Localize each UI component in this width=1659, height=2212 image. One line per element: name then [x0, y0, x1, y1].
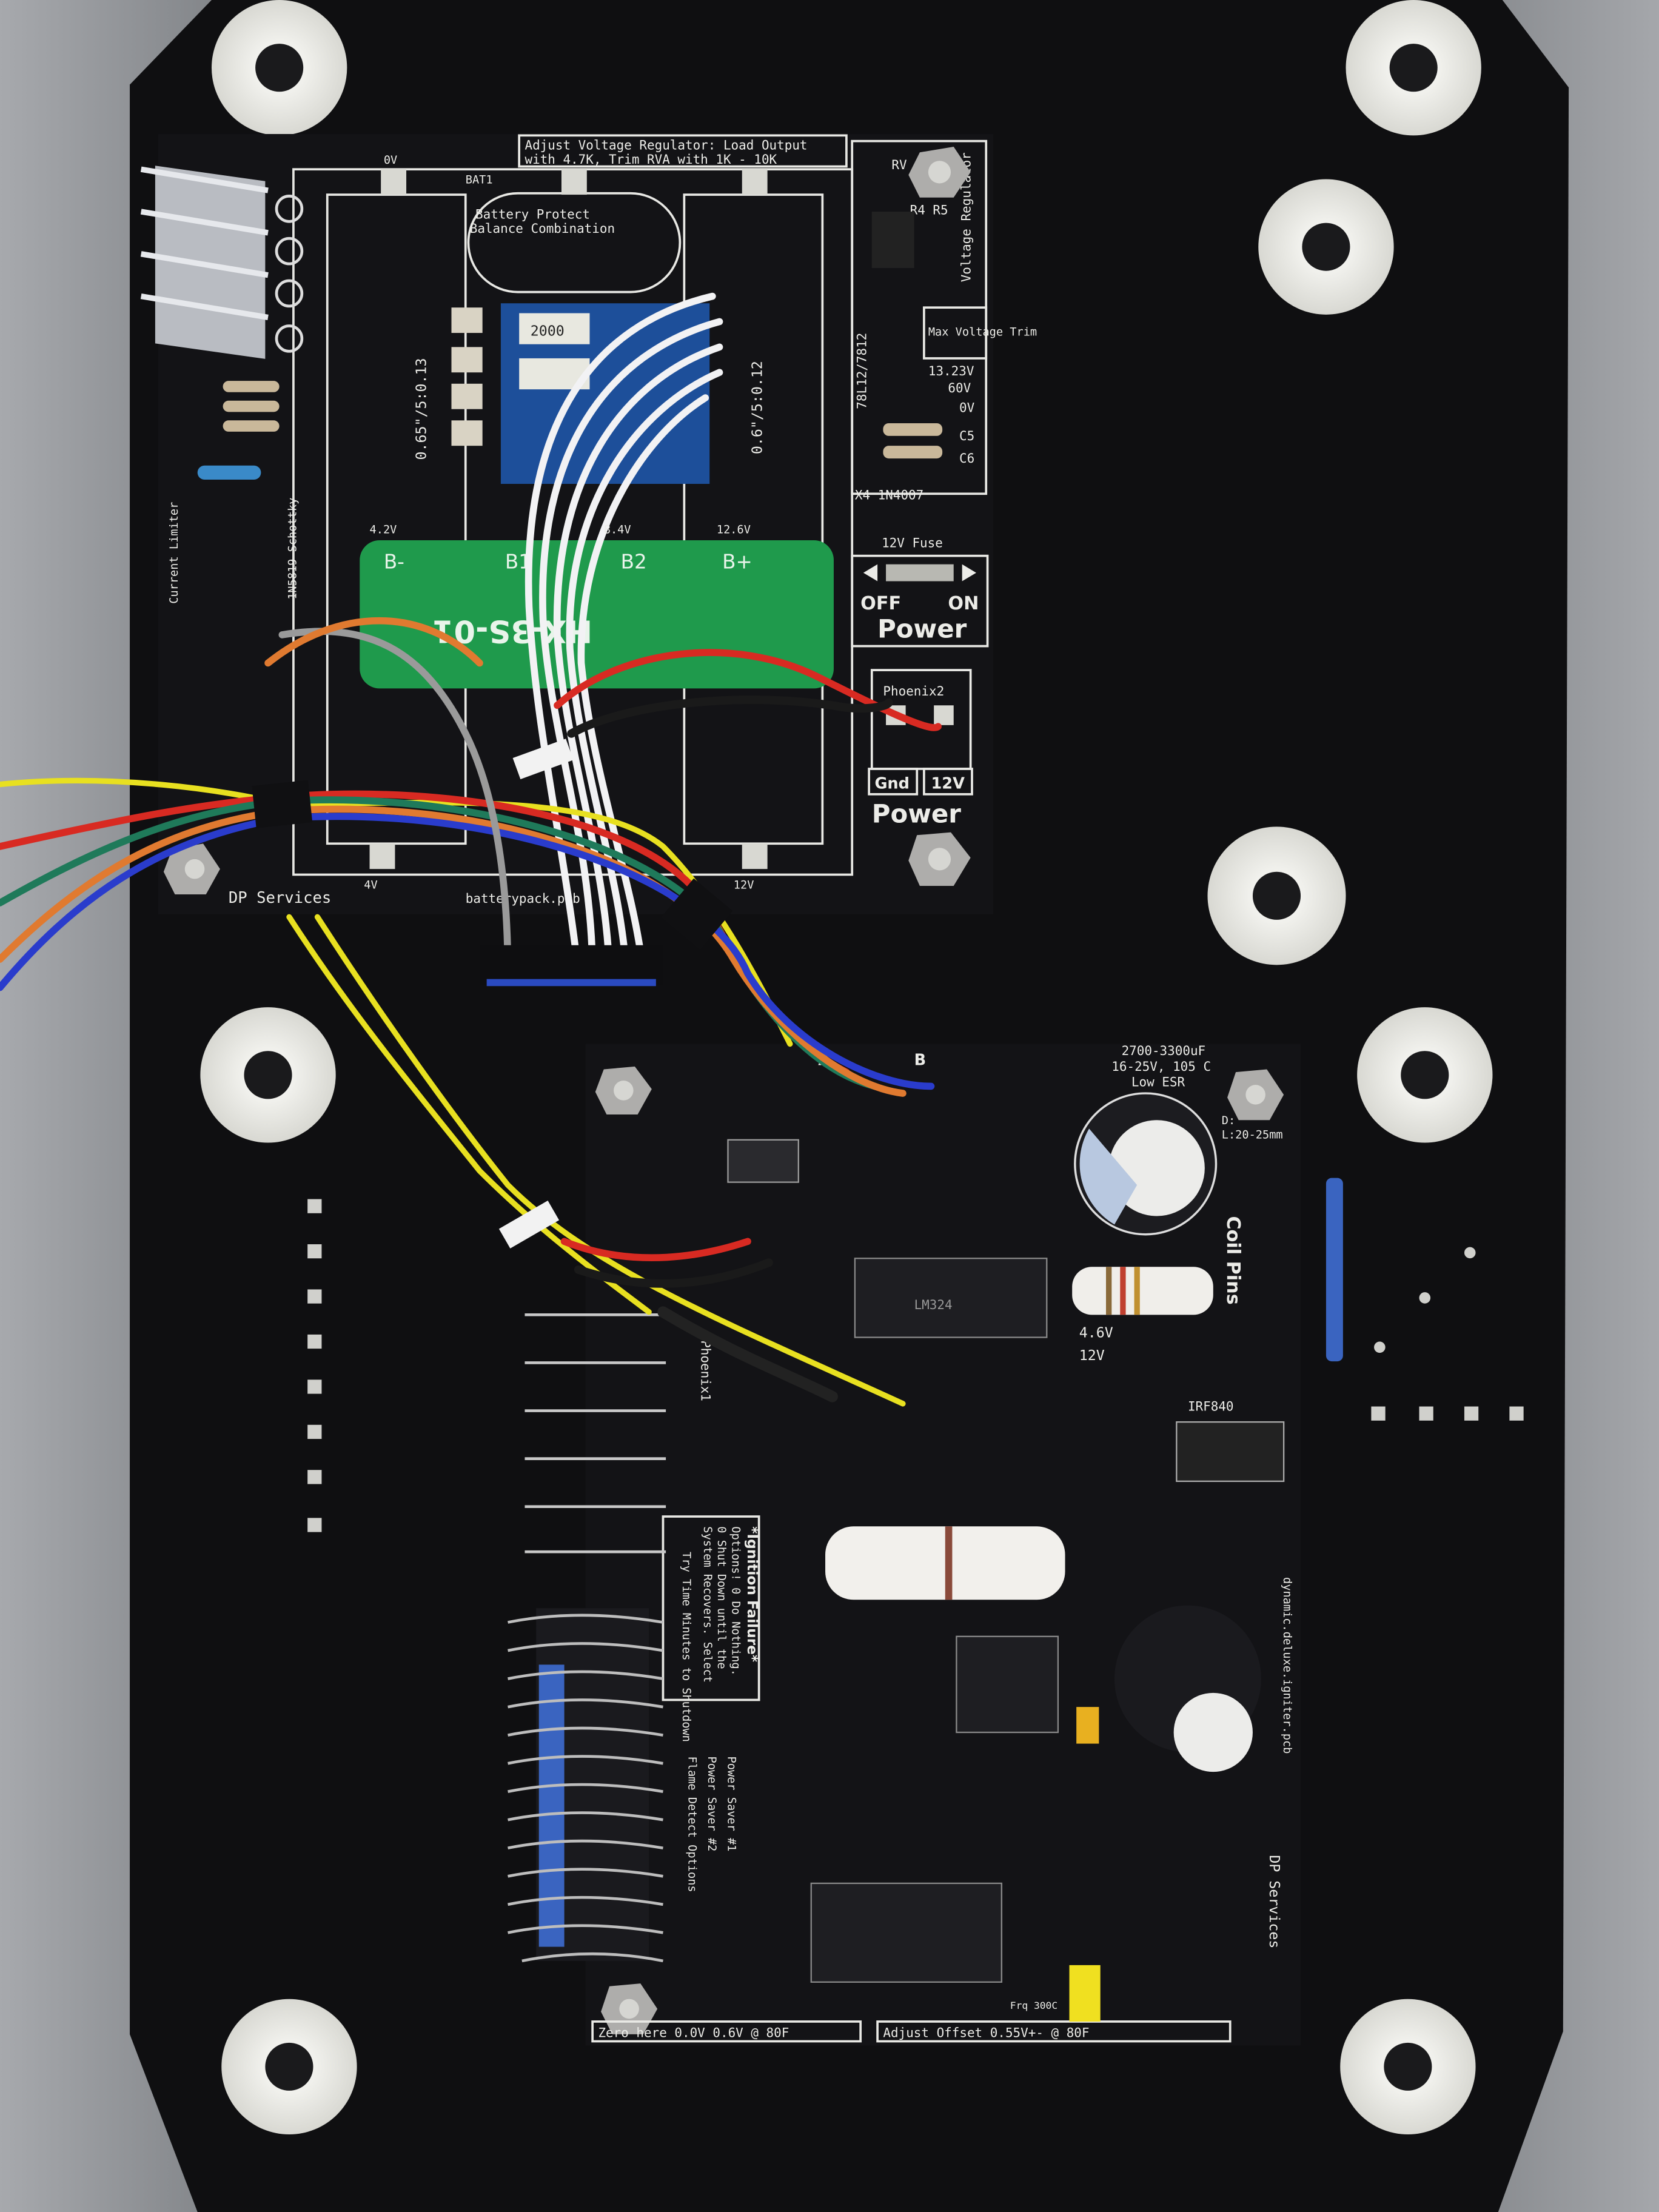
label-c6: C6 — [959, 451, 974, 466]
power-resistor-2 — [825, 1526, 1065, 1600]
gnd-label: Gnd — [874, 775, 910, 793]
ignition-title: *Ignition Failure* — [744, 1526, 760, 1662]
ic-dip16 — [810, 1882, 1002, 1983]
dim-left: 0.65"/5:0.13 — [414, 358, 430, 460]
resistor-blue — [197, 465, 261, 480]
max-voltage-trim: Max Voltage Trim — [928, 326, 1037, 339]
wire-b-label: B — [914, 1051, 927, 1070]
label-8-4v: 8.4V — [604, 523, 631, 536]
mounting-washers — [200, 0, 1493, 2135]
mosfet-irf840 — [1176, 1421, 1285, 1483]
ignition-line1: Options! 0 Do Nothing. — [729, 1526, 742, 1675]
standoff-nut — [908, 146, 971, 198]
pcb-name-bottom: dynamic.deluxe.igniter.pcb — [1281, 1577, 1293, 1754]
coil-pins: Coil Pins — [1222, 1216, 1244, 1304]
battery-protect-2: Balance Combination — [470, 221, 615, 236]
label-13-23v: 13.23V — [928, 364, 974, 378]
electrolytic-capacitor-large — [1074, 1092, 1218, 1236]
heatsink — [140, 166, 304, 359]
bms-b2: B2 — [621, 551, 647, 574]
label-4-2v: 4.2V — [370, 523, 397, 536]
current-limiter: Current Limiter — [168, 502, 181, 604]
power-saver-1: Power Saver #1 — [725, 1757, 737, 1852]
bms-b-plus: B+ — [722, 551, 752, 574]
fuse-label: 12V Fuse — [882, 536, 943, 551]
jumper-block — [508, 1608, 663, 1963]
tantalum-cap — [1076, 1707, 1099, 1744]
regulator-note-2: with 4.7K, Trim RVA with 1K - 10K — [525, 152, 777, 167]
rv-label: RV — [891, 158, 907, 172]
label-4-6v: 4.6V — [1079, 1325, 1113, 1341]
label-zero-v: 0V — [959, 400, 975, 415]
label-0v: 0V — [384, 154, 397, 167]
bms-b-minus: B- — [384, 551, 404, 574]
standoff-nut — [908, 832, 971, 886]
bat1-label: BAT1 — [466, 173, 493, 186]
company-bottom: DP Services — [1266, 1855, 1282, 1948]
label-12v: 12V — [734, 879, 754, 892]
power-switch[interactable]: OFF ON Power — [851, 554, 989, 648]
ic-lm324 — [854, 1258, 1048, 1338]
top-labels: 4.2V 8.4V 12.6V Frq 300C — [370, 523, 1058, 2011]
v12-label: 12V — [931, 775, 965, 793]
cap-spec-1: 2700-3300uF — [1122, 1044, 1206, 1058]
cable-tie — [512, 739, 574, 780]
company-top: DP Services — [229, 889, 331, 907]
phoenix2: Phoenix2 — [883, 684, 944, 699]
plate-pads — [307, 1199, 1524, 1532]
zero-note: Zero here 0.0V 0.6V @ 80F — [598, 2026, 789, 2040]
label-4v: 4V — [364, 879, 377, 892]
ic-8pin — [956, 1635, 1059, 1734]
freq-label: Frq 300C — [1010, 2000, 1057, 2011]
coil-pin-header — [1326, 1178, 1343, 1362]
diode-label: X4 1N4007 — [855, 488, 923, 503]
pcb-name-top: batterypack.pcb — [466, 891, 580, 906]
wire-connector — [480, 945, 663, 985]
reg-part: 78L12/7812 — [854, 333, 869, 409]
flame-detect: Flame Detect Options — [685, 1757, 698, 1892]
module-resistor: 2000 — [531, 323, 565, 340]
cap-spec-3: Low ESR — [1131, 1074, 1185, 1089]
r4r5-label: R4 R5 — [910, 203, 948, 218]
power-conn-title: Power — [872, 799, 961, 828]
battery-protect-1: Battery Protect — [475, 207, 590, 222]
ignition-failure-note: *Ignition Failure* Options! 0 Do Nothing… — [662, 1515, 760, 1742]
label-12v-b: 12V — [1079, 1347, 1105, 1364]
dim-right: 0.6"/5:0.12 — [749, 361, 765, 454]
cable-tie — [498, 1201, 560, 1248]
cap-spec-2: 16-25V, 105 C — [1111, 1059, 1211, 1074]
regulator-to220 — [727, 1139, 799, 1183]
standoff-nut — [1227, 1069, 1284, 1121]
header-pins — [525, 1313, 666, 1553]
ignition-line2: 0 Shut Down until the — [715, 1526, 728, 1669]
wiring — [0, 292, 942, 1407]
standoff-nut — [595, 1066, 652, 1114]
try-time: Try Time Minutes to Shutdown — [680, 1552, 692, 1742]
off-label: OFF — [860, 593, 901, 614]
power-switch-title: Power — [877, 614, 967, 644]
igniter-board: 2700-3300uF 16-25V, 105 C Low ESR D: L:2… — [508, 1044, 1343, 2046]
mosfet-label: IRF840 — [1188, 1399, 1234, 1414]
label-c5: C5 — [959, 429, 974, 443]
power-resistor-1 — [1072, 1267, 1213, 1315]
protection-module: 2000 — [451, 303, 710, 484]
label-60v: 60V — [948, 381, 971, 395]
standoff-nut — [163, 843, 220, 895]
cap-dims-2: L:20-25mm — [1222, 1129, 1283, 1142]
cap-dims-1: D: — [1222, 1114, 1235, 1127]
phoenix1: Phoenix1 — [698, 1340, 712, 1401]
power-saver-2: Power Saver #2 — [705, 1757, 718, 1852]
on-label: ON — [948, 593, 979, 614]
yellow-jumper — [1069, 1965, 1101, 2022]
ignition-line3: System Recovers. Select — [701, 1526, 714, 1683]
label-12-6v: 12.6V — [717, 523, 751, 536]
offset-note: Adjust Offset 0.55V+- @ 80F — [883, 2026, 1089, 2040]
schottky: 1N5819 Schottky — [287, 498, 300, 600]
electrolytic-capacitor-small — [1114, 1605, 1261, 1772]
regulator-note-1: Adjust Voltage Regulator: Load Output — [525, 138, 807, 153]
opamp-label: LM324 — [914, 1298, 953, 1312]
